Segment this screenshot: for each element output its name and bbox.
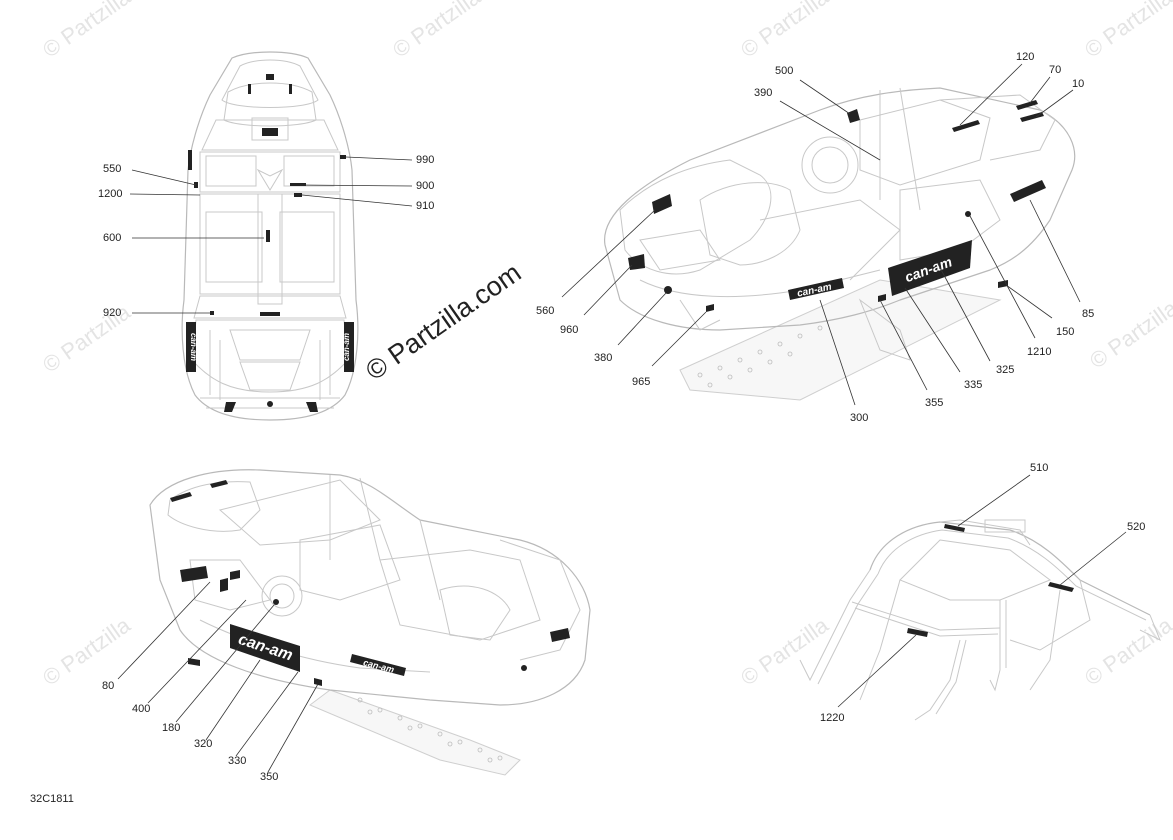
cage-view-leaders: [837, 474, 1127, 708]
rear-left-view-leaders: [117, 581, 319, 773]
callout-550: 550: [103, 163, 122, 175]
callout-910: 910: [416, 200, 435, 212]
callout-1200: 1200: [98, 188, 123, 200]
callout-390: 390: [754, 87, 773, 99]
callout-330: 330: [228, 755, 247, 767]
callout-560: 560: [536, 305, 555, 317]
callout-10: 10: [1072, 78, 1085, 90]
rear-left-view-vehicle: can-am can-am: [149, 469, 591, 776]
callout-335: 335: [964, 379, 983, 391]
callout-960: 960: [560, 324, 579, 336]
callout-150: 150: [1056, 326, 1075, 338]
front-right-view-leaders: [561, 63, 1081, 406]
callout-180: 180: [162, 722, 181, 734]
callout-520: 520: [1127, 521, 1146, 533]
callout-965: 965: [632, 376, 651, 388]
callout-325: 325: [996, 364, 1015, 376]
callout-1220: 1220: [820, 712, 845, 724]
callout-70: 70: [1049, 64, 1062, 76]
callout-120: 120: [1016, 51, 1035, 63]
decal-brand-left: can-am: [189, 333, 198, 361]
front-right-view-vehicle: can-am can-am: [604, 87, 1076, 401]
top-view-leaders: [129, 156, 413, 314]
callout-600: 600: [103, 232, 122, 244]
callout-80: 80: [102, 680, 115, 692]
decal-brand-rear-side: can-am: [362, 657, 395, 674]
top-view-vehicle: can-am can-am: [181, 51, 359, 421]
callout-500: 500: [775, 65, 794, 77]
callout-300: 300: [850, 412, 869, 424]
cage-view: [799, 519, 1161, 721]
callout-320: 320: [194, 738, 213, 750]
callout-380: 380: [594, 352, 613, 364]
callout-920: 920: [103, 307, 122, 319]
callout-355: 355: [925, 397, 944, 409]
decal-brand-front-side: can-am: [796, 282, 833, 300]
callout-400: 400: [132, 703, 151, 715]
diagram-code: 32C1811: [30, 793, 74, 805]
decal-brand-right: can-am: [342, 333, 351, 361]
callout-900: 900: [416, 180, 435, 192]
callout-990: 990: [416, 154, 435, 166]
callout-85: 85: [1082, 308, 1095, 320]
callout-510: 510: [1030, 462, 1049, 474]
callout-1210: 1210: [1027, 346, 1052, 358]
callout-350: 350: [260, 771, 279, 783]
